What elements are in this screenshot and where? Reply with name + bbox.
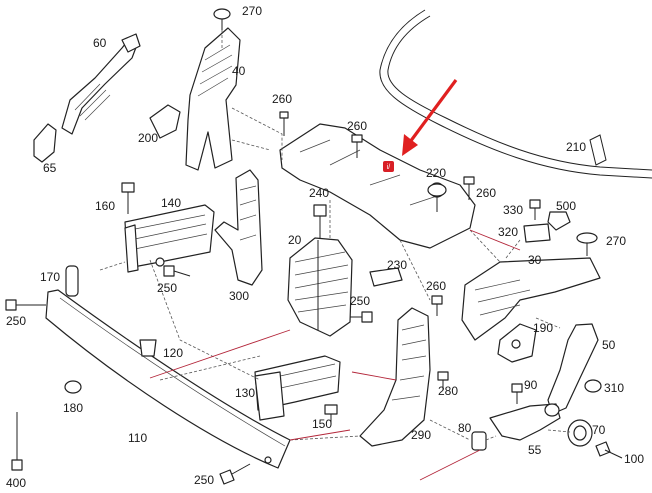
- bolt-260-c[interactable]: [463, 176, 475, 200]
- bolt-250-c[interactable]: [350, 311, 373, 323]
- highlight-marker[interactable]: i/: [383, 161, 394, 172]
- callout-150: 150: [312, 417, 332, 431]
- highlight-arrow: [402, 79, 458, 156]
- callout-250-a: 250: [157, 281, 177, 295]
- part-220-cap[interactable]: [427, 183, 447, 197]
- part-20-housing[interactable]: [287, 237, 353, 337]
- bolt-240[interactable]: [313, 204, 327, 238]
- callout-80: 80: [458, 421, 472, 435]
- callout-90: 90: [524, 378, 538, 392]
- part-330-bolt[interactable]: [529, 199, 541, 220]
- part-100-bolt[interactable]: [595, 441, 623, 459]
- part-200-bracket[interactable]: [149, 104, 181, 139]
- callout-270-a: 270: [242, 4, 262, 18]
- callout-400: 400: [6, 476, 26, 490]
- callout-240: 240: [309, 186, 329, 200]
- part-40-support[interactable]: [185, 8, 241, 171]
- callouts: 270 60 40 260 260 200 65 210 220 260 160…: [6, 4, 644, 490]
- part-310-bushing[interactable]: [584, 379, 602, 393]
- callout-300: 300: [229, 289, 249, 303]
- callout-260-d: 260: [426, 279, 446, 293]
- callout-270-b: 270: [606, 234, 626, 248]
- callout-60: 60: [93, 36, 107, 50]
- callout-310: 310: [604, 381, 624, 395]
- leader-lines: [99, 30, 571, 441]
- bolt-250-a[interactable]: [5, 299, 46, 311]
- part-120-plug[interactable]: [139, 339, 157, 357]
- callout-330: 330: [503, 203, 523, 217]
- callout-220: 220: [426, 166, 446, 180]
- callout-140: 140: [161, 196, 181, 210]
- callout-20: 20: [288, 233, 302, 247]
- reference-lines: [149, 229, 521, 481]
- part-190-mount[interactable]: [497, 323, 537, 363]
- callout-210: 210: [566, 140, 586, 154]
- part-130-bracket[interactable]: [254, 355, 341, 421]
- callout-65: 65: [43, 161, 57, 175]
- callout-290: 290: [411, 428, 431, 442]
- part-270-b-grommet[interactable]: [576, 232, 598, 256]
- part-65-bracket[interactable]: [33, 123, 57, 163]
- part-320-clip[interactable]: [523, 223, 551, 243]
- callout-130: 130: [235, 386, 255, 400]
- part-30-bracket[interactable]: [461, 257, 601, 341]
- bolt-260-a[interactable]: [279, 111, 289, 136]
- callout-320: 320: [498, 225, 518, 239]
- part-260-d-bolt[interactable]: [431, 295, 443, 316]
- callout-260-b: 260: [347, 119, 367, 133]
- marker-label: i/: [387, 164, 391, 171]
- callout-40: 40: [232, 64, 246, 78]
- callout-160: 160: [95, 199, 115, 213]
- callout-170: 170: [40, 270, 60, 284]
- part-300-bracket[interactable]: [214, 169, 263, 286]
- part-55-lower-arm[interactable]: [489, 403, 561, 441]
- part-400-long-bolt[interactable]: [11, 412, 23, 471]
- callout-50: 50: [602, 338, 616, 352]
- callout-250-c: 250: [6, 314, 26, 328]
- callout-100: 100: [624, 452, 644, 466]
- callout-230: 230: [387, 258, 407, 272]
- part-280-bolt[interactable]: [437, 371, 449, 390]
- callout-260-c: 260: [476, 186, 496, 200]
- part-230-bracket[interactable]: [369, 267, 403, 287]
- part-60-bracket[interactable]: [61, 33, 141, 135]
- callout-180: 180: [63, 401, 83, 415]
- callout-250-b: 250: [350, 294, 370, 308]
- part-500-fastener[interactable]: [547, 211, 571, 231]
- part-180-bumper[interactable]: [64, 380, 82, 394]
- part-150-bolt[interactable]: [324, 404, 338, 424]
- part-80-sleeve[interactable]: [471, 431, 487, 451]
- bolt-250-d[interactable]: [219, 463, 251, 485]
- callout-55: 55: [528, 443, 542, 457]
- bolt-250-b[interactable]: [163, 265, 191, 277]
- part-90-bolt[interactable]: [511, 383, 523, 404]
- callout-30: 30: [528, 253, 542, 267]
- bolt-260-b[interactable]: [351, 134, 363, 158]
- part-170-tube[interactable]: [65, 265, 79, 297]
- bolt-160[interactable]: [121, 182, 135, 214]
- part-290-bracket[interactable]: [359, 307, 431, 447]
- part-70-bushing[interactable]: [567, 419, 593, 447]
- callout-280: 280: [438, 384, 458, 398]
- callout-190: 190: [533, 321, 553, 335]
- callout-200: 200: [138, 131, 158, 145]
- callout-500: 500: [556, 199, 576, 213]
- part-210-tube[interactable]: [379, 9, 652, 179]
- part-50-control-arm[interactable]: [547, 323, 599, 415]
- part-110-beam[interactable]: [45, 289, 291, 469]
- callout-260-a: 260: [272, 92, 292, 106]
- callout-250-d: 250: [194, 473, 214, 487]
- callout-120: 120: [163, 346, 183, 360]
- callout-110: 110: [128, 431, 147, 445]
- callout-70: 70: [592, 423, 606, 437]
- part-140-bracket[interactable]: [124, 204, 215, 273]
